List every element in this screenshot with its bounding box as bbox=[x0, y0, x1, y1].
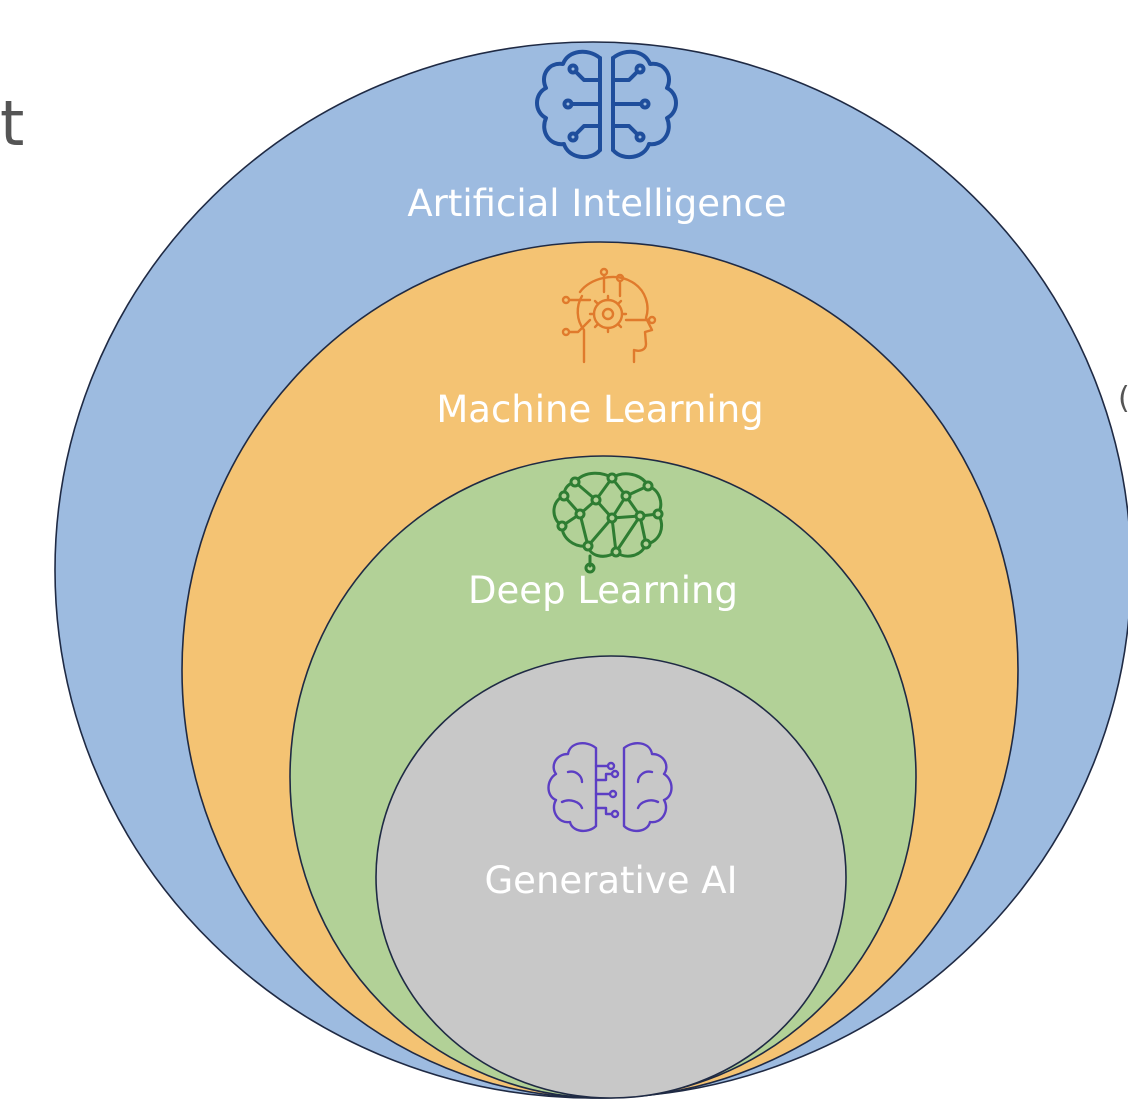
label-generative-ai: Generative AI bbox=[485, 859, 738, 902]
brain-chip-icon bbox=[547, 742, 673, 833]
label-deep-learning: Deep Learning bbox=[468, 569, 738, 612]
head-gear-icon bbox=[561, 267, 657, 364]
label-artificial-intelligence: Artificial Intelligence bbox=[407, 182, 786, 225]
neural-brain-icon bbox=[552, 471, 664, 574]
edge-text-right: ( bbox=[1118, 381, 1128, 416]
brain-circuit-icon bbox=[535, 49, 678, 160]
circle-generative-ai bbox=[375, 655, 847, 1099]
label-machine-learning: Machine Learning bbox=[436, 388, 763, 431]
edge-text-left: t bbox=[0, 87, 24, 160]
